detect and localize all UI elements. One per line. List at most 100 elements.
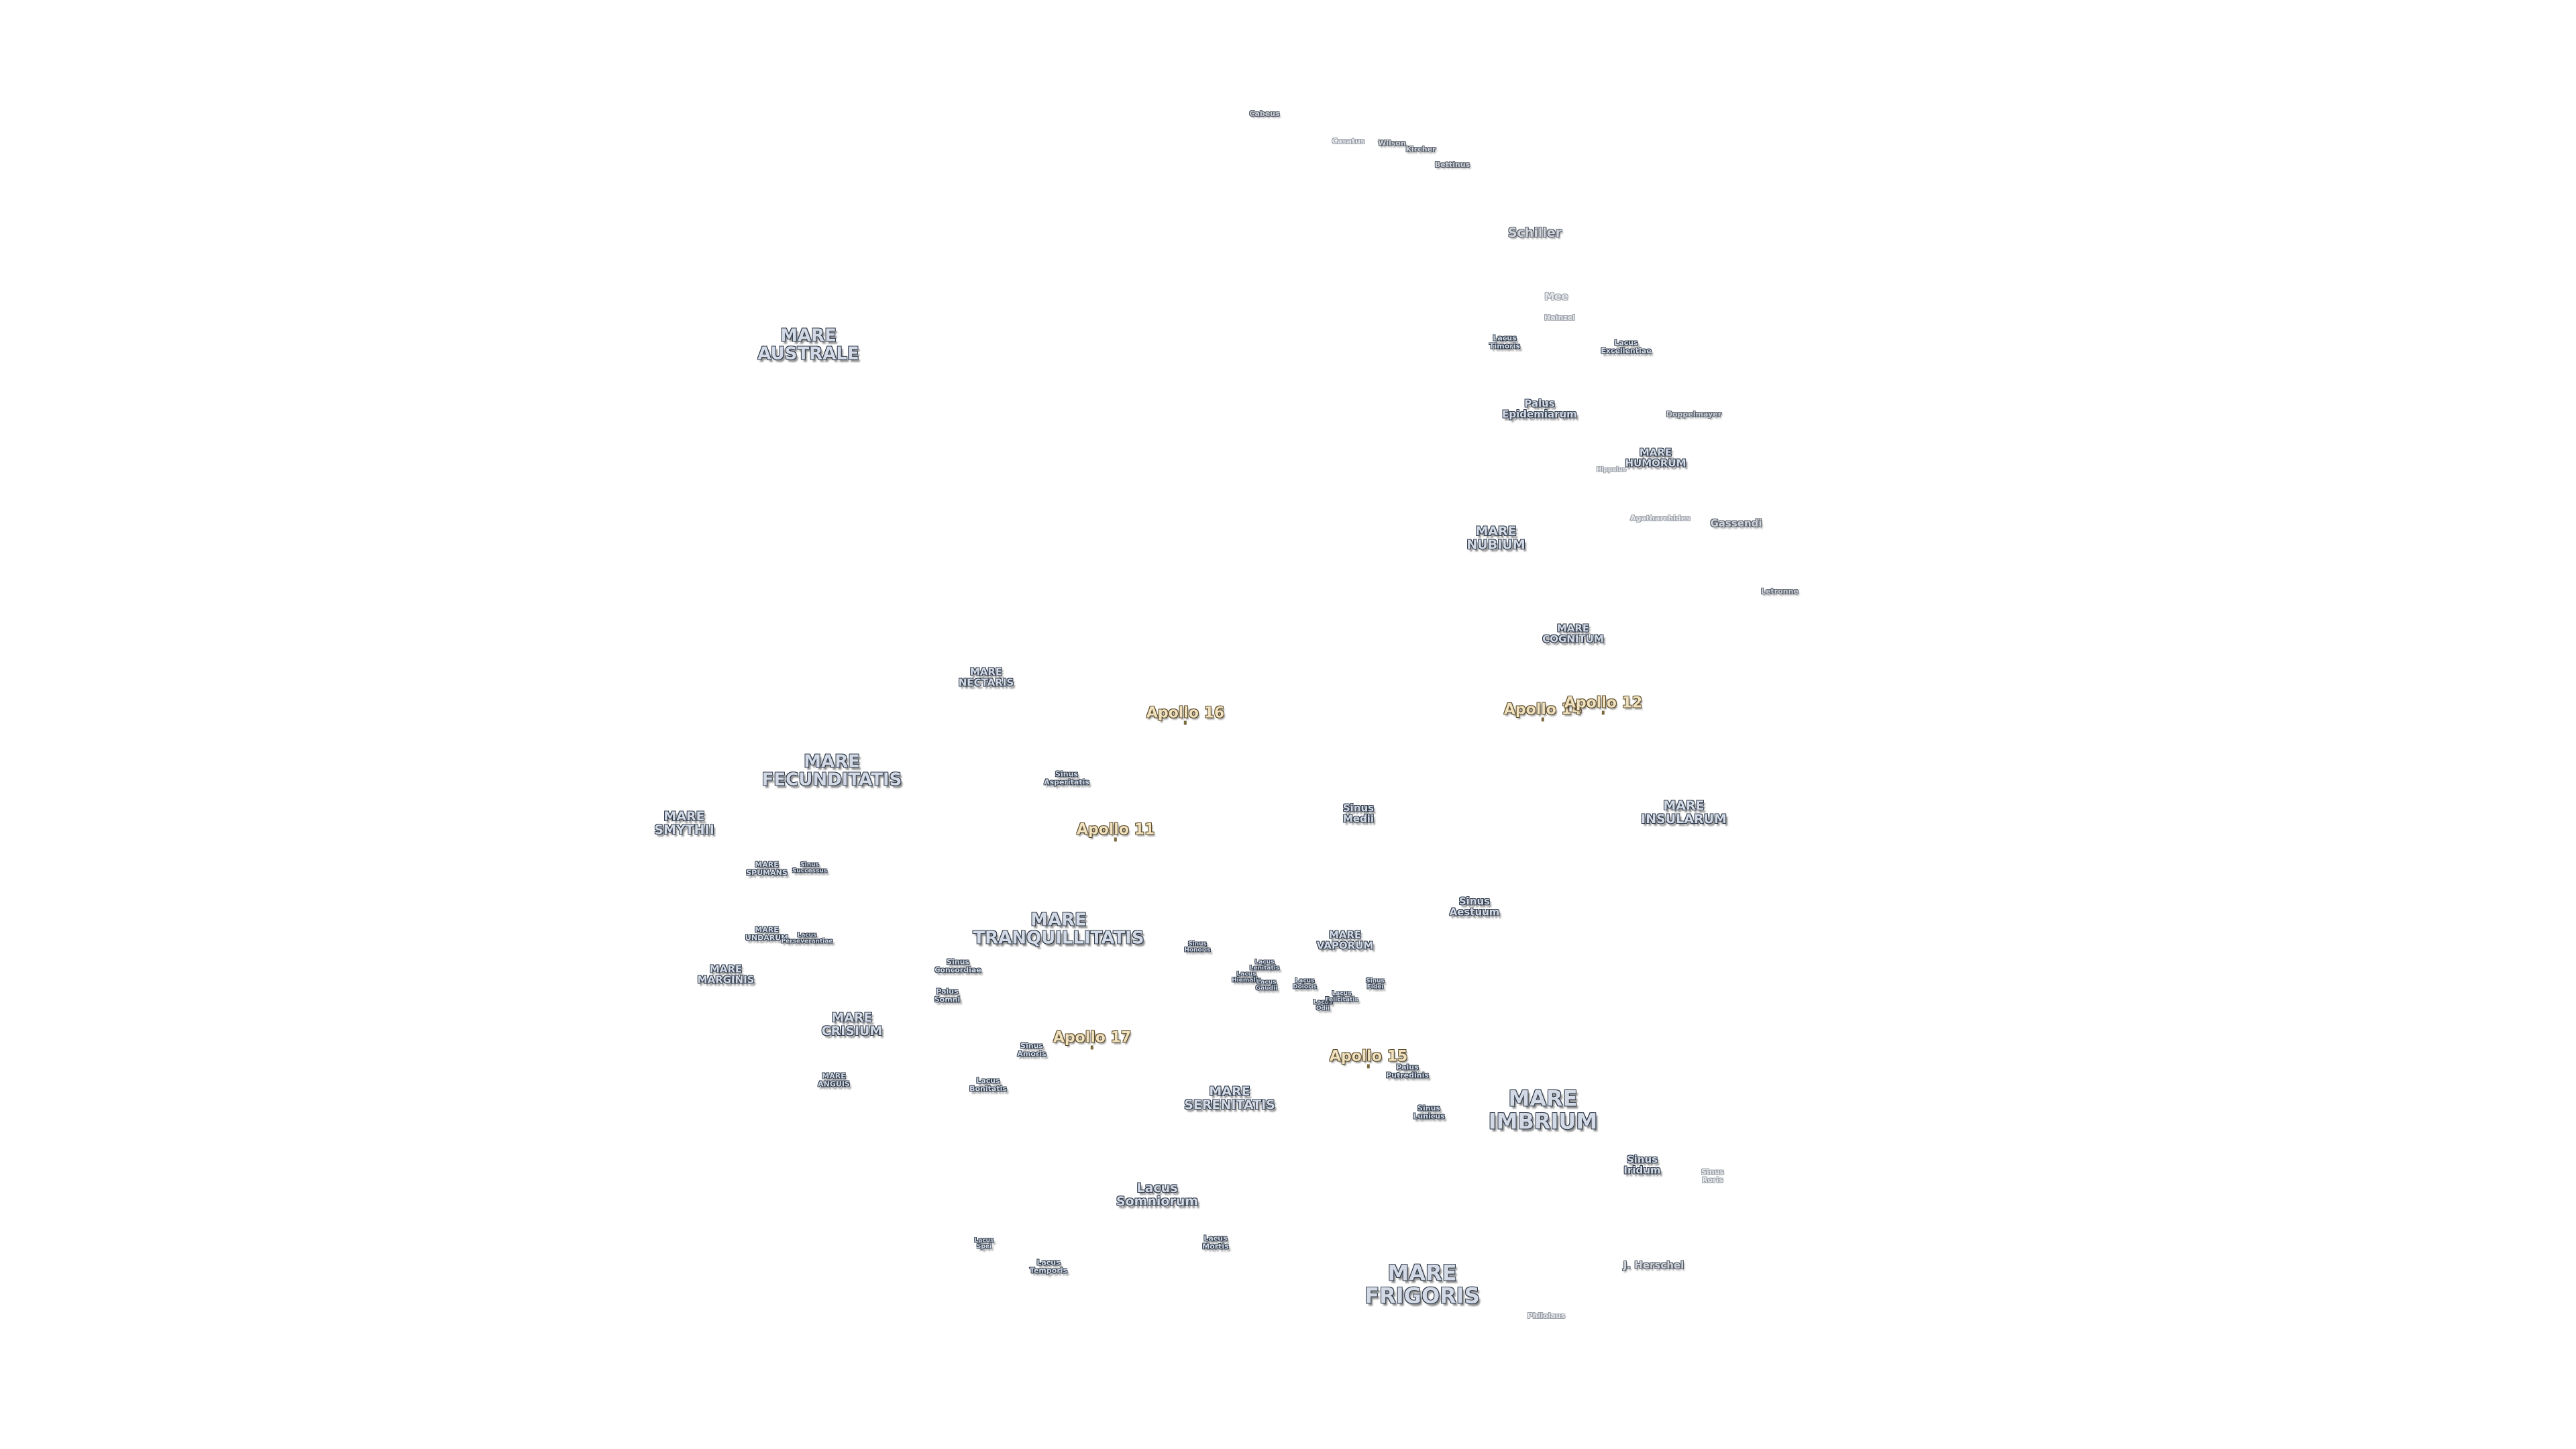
apollo-12-site[interactable]: Apollo 12 [1564, 694, 1643, 715]
mare-undarum-line: MARE [755, 925, 779, 934]
j-herschel-line: J. Herschel [1623, 1259, 1684, 1272]
apollo-12-marker-icon [1601, 710, 1605, 715]
apollo-16-marker-icon [1183, 720, 1187, 725]
lacus-mortis-line: Lacus [1203, 1234, 1228, 1243]
lacus-bonitatis-line: Bonitatis [969, 1084, 1007, 1093]
apollo-14-marker-icon [1541, 717, 1544, 722]
mare-undarum-line: UNDARUM [745, 933, 789, 942]
schiller-label[interactable]: Schiller [1508, 226, 1562, 240]
gassendi-label[interactable]: Gassendi [1710, 517, 1762, 530]
gassendi-line: Gassendi [1710, 517, 1762, 530]
apollo-11-marker-icon [1114, 837, 1117, 842]
apollo-16-site[interactable]: Apollo 16 [1146, 705, 1224, 725]
bettinus-label[interactable]: Bettinus [1435, 161, 1470, 169]
sinus-successus-line: Sinus [800, 861, 819, 869]
wilson-line: Wilson [1378, 139, 1406, 148]
mee-label[interactable]: Mee [1544, 291, 1568, 303]
hainzel-label[interactable]: Hainzel [1544, 314, 1575, 322]
sinus-aestuum-line: Aestuum [1449, 906, 1500, 918]
lacus-temporis-line: Temporis [1029, 1266, 1068, 1275]
letronne-label[interactable]: Letronne [1761, 588, 1799, 596]
casatus-label[interactable]: Casatus [1332, 138, 1364, 146]
lacus-lenitatis-line: Lacus [1254, 959, 1275, 966]
wilson-label[interactable]: Wilson [1378, 140, 1406, 148]
mare-imbrium-line: MARE [1508, 1085, 1578, 1112]
mare-fecunditatis-line: MARE [804, 751, 860, 772]
lacus-odii-line: Odii [1316, 1006, 1330, 1012]
hippalus-label[interactable]: Hippalus [1597, 466, 1626, 473]
mare-insularum-line: MARE [1663, 798, 1705, 814]
palus-putredinis-line: Palus [1396, 1063, 1419, 1072]
apollo-15-site[interactable]: Apollo 15 [1330, 1049, 1407, 1069]
apollo-14-site[interactable]: Apollo 14 [1504, 702, 1582, 722]
apollo-17-site[interactable]: Apollo 17 [1053, 1030, 1131, 1050]
mare-australe-line: AUSTRALE [757, 344, 859, 364]
agatharchides-label[interactable]: Agatharchides [1630, 515, 1690, 523]
apollo-12-label: Apollo 12 [1564, 694, 1643, 712]
sinus-fidei-line: Sinus [1366, 977, 1385, 985]
kircher-label[interactable]: Kircher [1406, 146, 1436, 154]
mare-frigoris-line: MARE [1387, 1260, 1457, 1286]
apollo-11-site[interactable]: Apollo 11 [1076, 821, 1155, 842]
casatus-line: Casatus [1332, 137, 1365, 146]
sinus-roris-line: Roris [1702, 1175, 1723, 1184]
mare-fecunditatis-line: FECUNDITATIS [761, 770, 902, 790]
j-herschel-label[interactable]: J. Herschel [1623, 1260, 1684, 1271]
sinus-successus-line: Successus [792, 868, 828, 875]
mare-serenitatis-line: MARE [1209, 1084, 1250, 1099]
philolaus-label[interactable]: Philolaus [1527, 1312, 1566, 1320]
mare-anguis-line: ANGUIS [818, 1079, 850, 1088]
cabeus-label[interactable]: Cabeus [1249, 110, 1279, 118]
lacus-mortis-line: Mortis [1202, 1242, 1229, 1250]
doppelmayer-label[interactable]: Doppelmayer [1666, 411, 1721, 419]
apollo-11-label: Apollo 11 [1076, 821, 1155, 839]
